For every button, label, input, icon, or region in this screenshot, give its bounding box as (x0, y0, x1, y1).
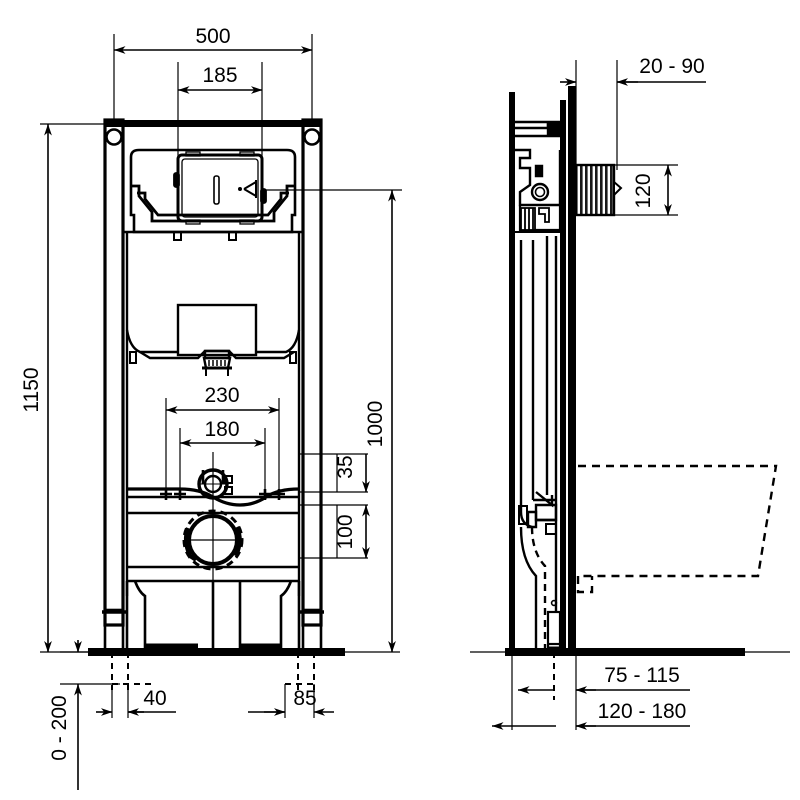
side-waste-bend (519, 526, 547, 652)
cistern-body (124, 148, 302, 234)
side-view (470, 86, 790, 656)
dim-1000-group (262, 189, 402, 653)
cistern-tabs (173, 232, 237, 241)
dim-35-group (299, 453, 370, 493)
dim-500-label: 500 (195, 25, 230, 48)
dim-120-label: 120 (632, 173, 655, 208)
front-inner-sides (125, 232, 301, 596)
foot-bolt-hidden-lines (111, 652, 318, 690)
dim-40-group (96, 690, 176, 718)
dim-185-group (177, 62, 263, 160)
front-top-rail (105, 120, 321, 146)
support-plate (125, 303, 301, 364)
dim-100-group (299, 504, 370, 559)
dimension-labels: 500 185 1150 1000 230 180 35 100 40 85 0… (20, 25, 705, 761)
dim-1150-label: 1150 (20, 367, 43, 412)
side-rear-rail (509, 92, 515, 652)
flush-valve-box (173, 151, 267, 225)
flush-pipe-connector (202, 349, 232, 376)
dim-20-90-label: 20 - 90 (639, 55, 704, 78)
dim-85-label: 85 (293, 687, 316, 710)
dim-1000-label: 1000 (364, 401, 387, 448)
side-valve-assembly (518, 491, 558, 535)
dim-185-label: 185 (202, 64, 237, 87)
front-dimensions (40, 34, 402, 790)
wc-bowl-outline (576, 464, 778, 594)
dim-100-label: 100 (334, 514, 357, 549)
flush-plate (574, 163, 623, 217)
dim-120-180-label: 120 - 180 (598, 700, 687, 723)
dim-40-label: 40 (143, 687, 166, 710)
dim-0-200-label: 0 - 200 (48, 695, 71, 760)
dim-85-group (248, 684, 334, 718)
dim-230-label: 230 (204, 384, 239, 407)
dim-180-label: 180 (204, 418, 239, 441)
dim-35-label: 35 (334, 455, 357, 478)
dim-1150-group (40, 123, 118, 653)
dim-230-group (165, 398, 280, 489)
side-cistern (515, 120, 565, 233)
dim-20-90-group (560, 60, 706, 170)
dim-0-200-group (60, 640, 120, 790)
front-feet (102, 580, 324, 654)
dim-120-group (614, 164, 678, 216)
dim-75-115-label: 75 - 115 (604, 664, 680, 687)
side-wall-plane (560, 86, 576, 652)
side-dimensions (492, 60, 706, 730)
dim-180-group (179, 428, 266, 494)
dim-500-group (113, 34, 313, 126)
